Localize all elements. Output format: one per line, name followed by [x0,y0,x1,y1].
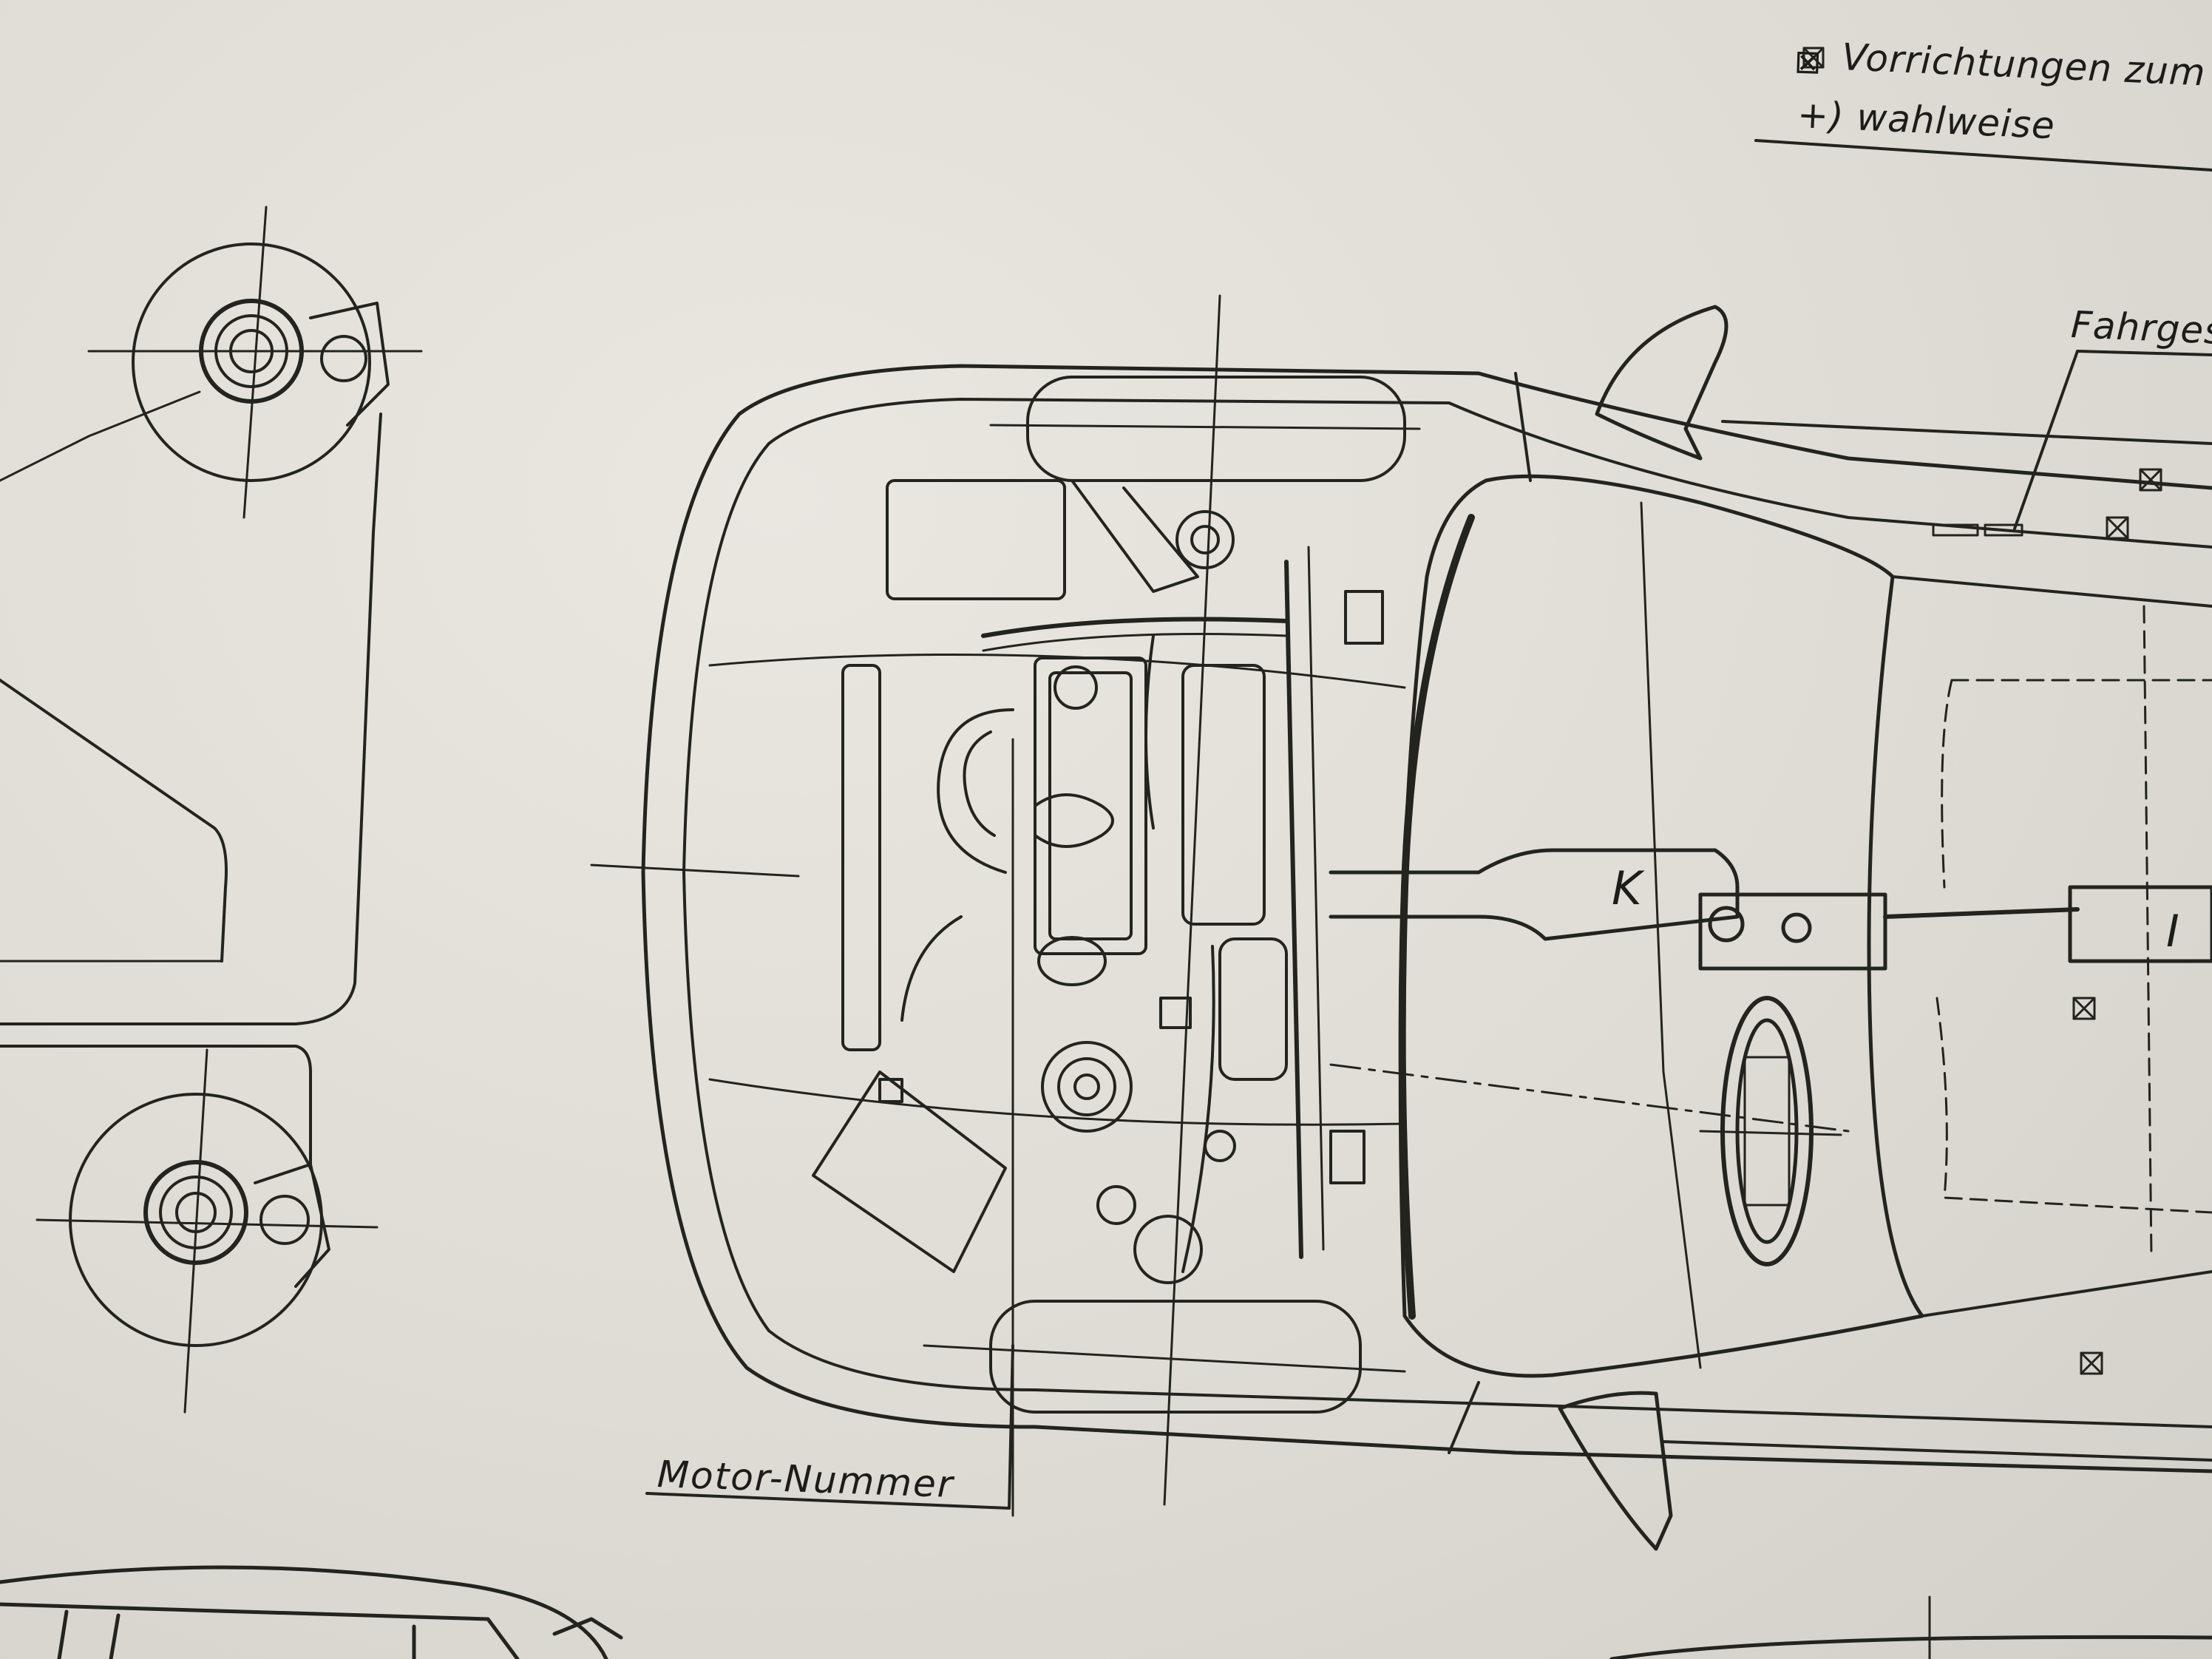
legend-markers [1802,47,2162,1375]
drivetrain [1329,848,2212,1266]
left-wheel-assembly-bottom [0,1045,379,1414]
engine-compartment [812,376,1406,1414]
side-mirror-top [1595,305,2212,461]
left-wheel-assembly-top [0,206,423,1025]
car-body-outline [641,364,2212,1473]
chassis-label: Fahrges [2070,303,2212,353]
marker-k: K [1612,861,1642,915]
legend-symbol: ⊠ [1794,43,1822,82]
leader-lines [645,139,2212,1510]
marker-i: I [2166,906,2179,957]
side-mirror-bottom [1558,1391,2212,1551]
seats [1936,605,2212,1258]
bottom-partial-figure [0,1565,2212,1659]
